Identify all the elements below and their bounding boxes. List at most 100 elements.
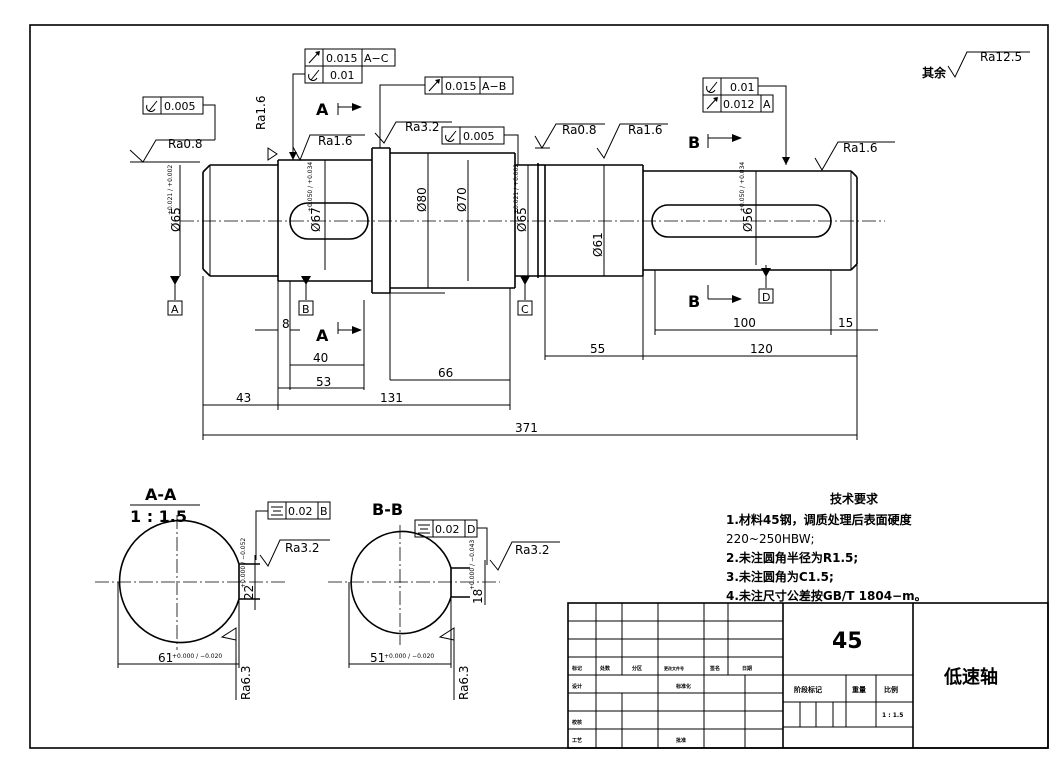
- dim-53: 53: [316, 375, 331, 389]
- svg-text:A−C: A−C: [364, 52, 389, 65]
- roughness-ra16-a: Ra1.6: [292, 134, 365, 162]
- svg-text:更改文件号: 更改文件号: [664, 665, 684, 671]
- keyway-b: [651, 204, 832, 238]
- tech-line-3: 2.未注圆角半径为R1.5;: [726, 550, 858, 565]
- svg-text:+0.000 / −0.043: +0.000 / −0.043: [469, 540, 476, 590]
- svg-text:D: D: [467, 523, 475, 536]
- svg-text:校核: 校核: [572, 719, 582, 726]
- technical-requirements: 技术要求 1.材料45钢，调质处理后表面硬度 220~250HBW; 2.未注圆…: [726, 491, 927, 603]
- svg-text:0.015: 0.015: [445, 80, 477, 93]
- section-bb: B-B 51 +0.000 / −0.020 18 +0.000 / −0.04…: [328, 500, 560, 700]
- dim-371: 371: [515, 421, 538, 435]
- roughness-left-ra08: Ra0.8: [129, 137, 215, 163]
- dim-d70: Ø70: [455, 187, 469, 212]
- svg-text:Ra0.8: Ra0.8: [168, 137, 203, 151]
- roughness-other: 其余 Ra12.5: [922, 50, 1030, 80]
- section-aa-scale: 1 : 1.5: [130, 507, 187, 526]
- dim-d56-tol: +0.050 / +0.034: [739, 162, 746, 212]
- svg-text:Ra1.6: Ra1.6: [254, 95, 268, 130]
- svg-text:B: B: [320, 505, 328, 518]
- gtol-runout-ac: 0.015 A−C: [304, 48, 396, 67]
- svg-text:分区: 分区: [632, 665, 642, 672]
- svg-text:0.02: 0.02: [435, 523, 460, 536]
- svg-text:签名: 签名: [709, 665, 720, 672]
- svg-text:+0.000 / −0.020: +0.000 / −0.020: [172, 653, 222, 660]
- roughness-ra08-c: Ra0.8: [534, 123, 605, 149]
- dim-d61: Ø61: [591, 232, 605, 257]
- datum-a: A: [167, 276, 183, 316]
- tb-part-name: 低速轴: [943, 666, 998, 688]
- svg-text:Ra3.2: Ra3.2: [515, 543, 550, 557]
- svg-text:Ra3.2: Ra3.2: [405, 120, 440, 134]
- gtol-cyl-left: 0.005: [142, 96, 216, 140]
- svg-text:标记: 标记: [571, 665, 582, 672]
- tech-line-5: 4.未注尺寸公差按GB/T 1804−m。: [726, 588, 927, 603]
- dim-d65-left: Ø65: [169, 207, 183, 232]
- svg-text:0.02: 0.02: [288, 505, 313, 518]
- svg-text:C: C: [521, 303, 529, 316]
- svg-text:D: D: [762, 291, 770, 304]
- svg-text:+0.000 / −0.020: +0.000 / −0.020: [384, 653, 434, 660]
- dim-d67-tol: +0.050 / +0.034: [307, 162, 314, 212]
- svg-text:重量: 重量: [852, 685, 866, 694]
- drawing-frame: [29, 24, 1049, 749]
- keyway-a: [289, 202, 369, 240]
- svg-text:+0.000 / −0.052: +0.000 / −0.052: [240, 538, 247, 588]
- dim-66: 66: [438, 366, 453, 380]
- svg-text:其余: 其余: [922, 65, 947, 80]
- svg-text:0.01: 0.01: [330, 69, 355, 82]
- svg-text:处数: 处数: [599, 665, 611, 672]
- dim-15: 15: [838, 316, 853, 330]
- svg-text:Ra12.5: Ra12.5: [980, 50, 1022, 64]
- section-mark-a-bottom: A: [316, 326, 329, 345]
- dim-d67: Ø67: [309, 207, 323, 232]
- gtol-cyl-right: 0.01: [702, 77, 759, 96]
- svg-text:比例: 比例: [884, 685, 898, 694]
- dim-43: 43: [236, 391, 251, 405]
- svg-text:Ra1.6: Ra1.6: [318, 134, 353, 148]
- datum-b: B: [298, 276, 314, 316]
- svg-text:Ra0.8: Ra0.8: [562, 123, 597, 137]
- gtol-cyl-001: 0.01: [289, 65, 363, 160]
- roughness-ra16-vertical: Ra1.6: [254, 95, 278, 161]
- section-mark-b-top: B: [688, 133, 700, 152]
- dim-d65-right: Ø65: [515, 207, 529, 232]
- datum-d: D: [758, 265, 774, 304]
- dim-d80: Ø80: [415, 187, 429, 212]
- shaft-outline: [202, 147, 858, 294]
- svg-text:0.01: 0.01: [730, 81, 755, 94]
- tech-line-2: 220~250HBW;: [726, 532, 815, 546]
- svg-text:Ra6.3: Ra6.3: [239, 665, 253, 700]
- svg-text:日期: 日期: [742, 665, 752, 672]
- roughness-ra32-mid: Ra3.2: [374, 120, 452, 144]
- svg-text:Ra6.3: Ra6.3: [457, 665, 471, 700]
- dim-40: 40: [313, 351, 328, 365]
- tech-title: 技术要求: [830, 491, 879, 506]
- svg-text:22: 22: [242, 585, 256, 600]
- tech-line-1: 1.材料45钢，调质处理后表面硬度: [726, 512, 913, 527]
- title-block: 45 低速轴 标记 处数 分区 更改文件号 签名 日期 设计 标准化 阶段标记 …: [567, 602, 1049, 749]
- svg-text:批准: 批准: [676, 737, 686, 744]
- roughness-ra16-c: Ra1.6: [596, 123, 668, 159]
- section-mark-b-bottom: B: [688, 292, 700, 311]
- dim-131: 131: [380, 391, 403, 405]
- svg-text:0.005: 0.005: [463, 130, 495, 143]
- svg-text:51: 51: [370, 651, 385, 665]
- svg-text:18: 18: [471, 589, 485, 604]
- svg-text:0.012: 0.012: [723, 98, 755, 111]
- svg-text:A: A: [171, 303, 179, 316]
- svg-text:0.005: 0.005: [164, 100, 196, 113]
- svg-text:Ra3.2: Ra3.2: [285, 541, 320, 555]
- section-aa-title: A-A: [145, 485, 177, 504]
- svg-text:61: 61: [158, 651, 173, 665]
- datum-c: C: [517, 276, 533, 316]
- dim-55: 55: [590, 342, 605, 356]
- section-mark-a-top: A: [316, 100, 329, 119]
- dim-d65-right-tol: +0.021 / +0.002: [513, 164, 520, 214]
- gtol-cyl-mid: 0.005: [441, 126, 519, 165]
- dim-d65-left-tol: +0.021 / +0.002: [167, 165, 174, 215]
- svg-text:工艺: 工艺: [572, 737, 582, 744]
- svg-text:A: A: [763, 98, 771, 111]
- gtol-runout-ab: 0.015 A−B: [379, 76, 514, 148]
